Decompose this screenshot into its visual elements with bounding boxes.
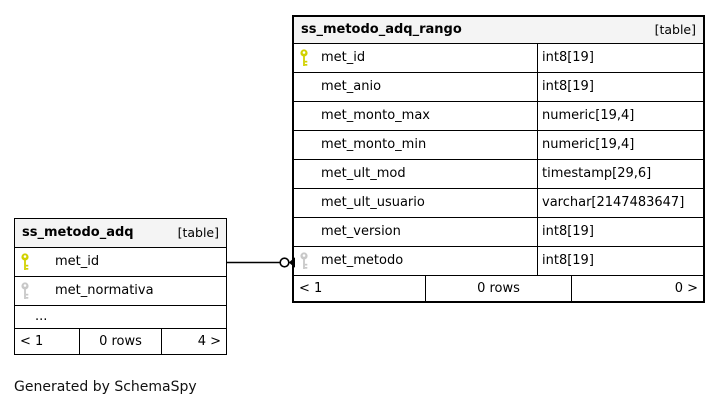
column-name: met_monto_min xyxy=(321,137,427,152)
table-type-badge: [table] xyxy=(654,22,696,38)
no-key-spacer xyxy=(294,160,314,188)
table-header: ss_metodo_adq_rango [table] xyxy=(294,17,703,44)
footer-rows-count: 0 rows xyxy=(425,275,572,301)
column-row: met_ult_usuario varchar[2147483647] xyxy=(294,188,703,218)
column-name: met_anio xyxy=(321,79,382,94)
relationship-connector xyxy=(226,257,295,268)
footer-rows-count: 0 rows xyxy=(79,328,162,354)
column-name: met_normativa xyxy=(55,283,154,298)
column-row: met_monto_min numeric[19,4] xyxy=(294,130,703,160)
column-row: met_version int8[19] xyxy=(294,217,703,247)
table-name[interactable]: ss_metodo_adq_rango xyxy=(301,22,462,38)
table-footer: < 1 0 rows 0 > xyxy=(294,275,703,301)
column-row: met_id int8[19] xyxy=(294,43,703,73)
column-type: int8[19] xyxy=(537,43,703,72)
column-type: int8[19] xyxy=(537,72,703,101)
table-node-ss-metodo-adq-rango[interactable]: ss_metodo_adq_rango [table] met_id int8[… xyxy=(292,15,705,303)
column-type: int8[19] xyxy=(537,217,703,246)
column-name: met_id xyxy=(321,50,366,65)
ellipsis-label: ... xyxy=(35,309,48,324)
no-key-spacer xyxy=(294,131,314,159)
footer-right-degree: 4 > xyxy=(197,333,221,349)
table-type-badge: [table] xyxy=(177,225,219,241)
schemaspy-credit: Generated by SchemaSpy xyxy=(14,379,197,395)
table-node-ss-metodo-adq[interactable]: ss_metodo_adq [table] met_id xyxy=(14,218,227,355)
footer-left-degree: < 1 xyxy=(20,333,44,349)
column-type: int8[19] xyxy=(537,246,703,275)
table-header: ss_metodo_adq [table] xyxy=(15,219,226,248)
column-row: met_monto_max numeric[19,4] xyxy=(294,101,703,131)
table-name[interactable]: ss_metodo_adq xyxy=(22,225,134,241)
column-name: met_monto_max xyxy=(321,108,430,123)
column-type: numeric[19,4] xyxy=(537,130,703,159)
no-key-spacer xyxy=(294,73,314,101)
crowfoot-arrow-icon xyxy=(288,257,295,268)
column-name: met_metodo xyxy=(321,253,404,268)
cardinality-circle-icon xyxy=(279,257,290,268)
column-row: met_ult_mod timestamp[29,6] xyxy=(294,159,703,189)
column-name: met_id xyxy=(55,254,100,269)
column-name: met_ult_mod xyxy=(321,166,406,181)
footer-left-degree: < 1 xyxy=(299,280,323,296)
foreign-key-icon xyxy=(294,247,314,275)
no-key-spacer xyxy=(294,189,314,217)
column-name: met_ult_usuario xyxy=(321,195,425,210)
table-footer: < 1 0 rows 4 > xyxy=(15,328,226,354)
column-type: timestamp[29,6] xyxy=(537,159,703,188)
column-row: met_metodo int8[19] xyxy=(294,246,703,276)
no-key-spacer xyxy=(294,218,314,246)
footer-right-degree: 0 > xyxy=(674,280,698,296)
column-row: met_normativa xyxy=(15,276,226,306)
column-type: varchar[2147483647] xyxy=(537,188,703,217)
columns-elided-row: ... xyxy=(15,305,226,329)
column-row: met_anio int8[19] xyxy=(294,72,703,102)
column-row: met_id xyxy=(15,247,226,277)
primary-key-icon xyxy=(294,44,314,72)
column-name: met_version xyxy=(321,224,401,239)
column-type: numeric[19,4] xyxy=(537,101,703,130)
no-key-spacer xyxy=(294,102,314,130)
foreign-key-icon xyxy=(15,277,35,305)
primary-key-icon xyxy=(15,248,35,276)
